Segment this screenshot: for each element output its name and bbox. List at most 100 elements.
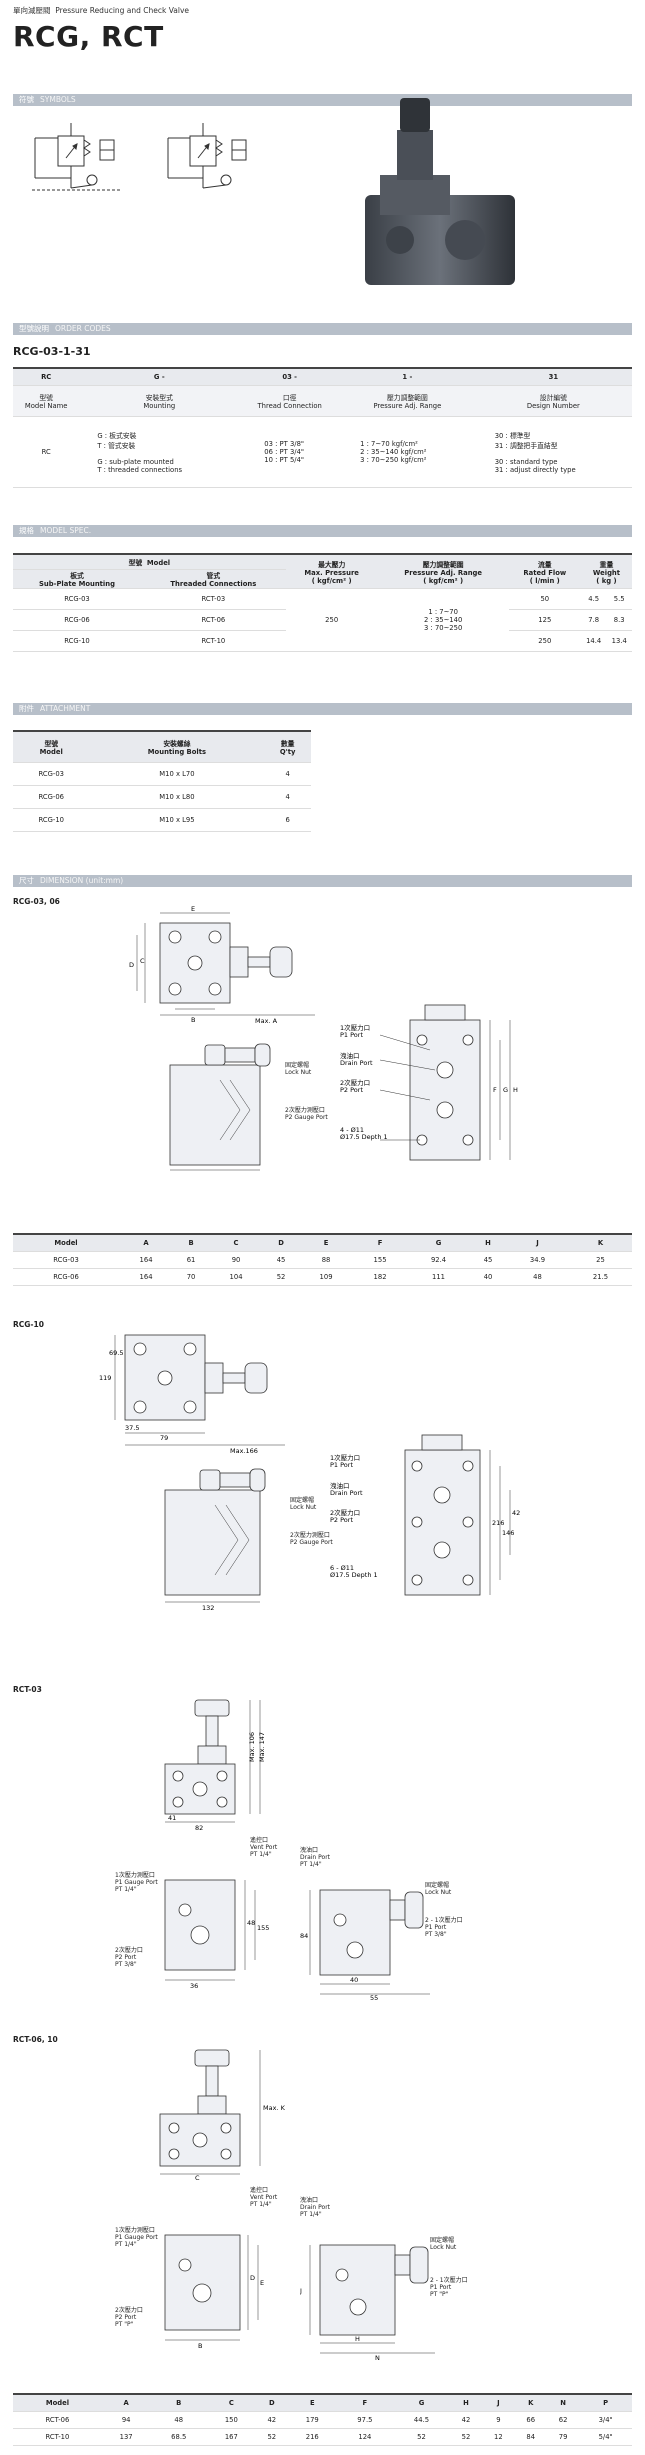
dim-b: B: [191, 1016, 195, 1024]
drawing-rct0610-top: Max. K C: [159, 2049, 286, 2180]
svg-text:N: N: [375, 2354, 380, 2360]
drawing-rct0610-left: D E B: [164, 2234, 264, 2350]
dim-max-a: Max. A: [255, 1017, 278, 1025]
dim-e: E: [191, 905, 195, 913]
svg-text:H: H: [355, 2335, 360, 2343]
svg-text:2次壓力口: 2次壓力口: [330, 1508, 360, 1517]
svg-text:H: H: [513, 1086, 518, 1094]
svg-text:P1 Port: P1 Port: [330, 1461, 353, 1469]
svg-text:洩油口: 洩油口: [340, 1051, 360, 1060]
svg-text:P2 Port: P2 Port: [340, 1086, 363, 1094]
svg-text:F: F: [493, 1086, 497, 1094]
svg-text:146: 146: [502, 1529, 514, 1537]
drawing-rct03-right: 84 40 55: [300, 1889, 430, 2000]
svg-text:36: 36: [190, 1982, 198, 1990]
svg-text:Max.166: Max.166: [230, 1447, 258, 1455]
svg-text:132: 132: [202, 1604, 214, 1610]
svg-text:55: 55: [370, 1994, 378, 2000]
table-row: RC G - 03 - 1 - 31: [13, 367, 632, 386]
svg-text:2次壓力口: 2次壓力口: [340, 1078, 370, 1087]
svg-text:C: C: [195, 2174, 200, 2180]
svg-text:Drain Port: Drain Port: [330, 1489, 363, 1497]
svg-text:82: 82: [195, 1824, 203, 1830]
svg-text:48: 48: [247, 1919, 255, 1927]
svg-text:Max. 106: Max. 106: [248, 1732, 256, 1762]
dim-label-rcg0306: RCG-03, 06: [13, 897, 60, 906]
svg-text:E: E: [260, 2279, 264, 2287]
page-subtitle: 單向減壓閥 Pressure Reducing and Check Valve: [13, 6, 190, 15]
page-header: 單向減壓閥 Pressure Reducing and Check Valve …: [13, 5, 189, 53]
svg-text:Ø17.5 Depth 1: Ø17.5 Depth 1: [340, 1133, 388, 1141]
dim-label-rct0610: RCT-06, 10: [13, 2035, 58, 2044]
svg-text:155: 155: [257, 1924, 269, 1932]
svg-text:Max. 147: Max. 147: [258, 1732, 266, 1762]
drawing-rcg0306-side: [169, 1043, 271, 1171]
symbol-diagram-rcg: [32, 123, 120, 191]
svg-text:40: 40: [350, 1976, 358, 1984]
svg-text:D: D: [250, 2274, 255, 2282]
svg-text:84: 84: [300, 1932, 308, 1940]
svg-text:69.5: 69.5: [109, 1349, 123, 1357]
svg-text:6 - Ø11: 6 - Ø11: [330, 1564, 354, 1572]
svg-text:1次壓力口: 1次壓力口: [330, 1453, 360, 1462]
svg-text:1次壓力口: 1次壓力口: [340, 1023, 370, 1032]
svg-text:G: G: [503, 1086, 508, 1094]
order-code-example: RCG-03-1-31: [13, 345, 91, 358]
symbol-diagram-rct: [167, 123, 247, 189]
svg-text:B: B: [198, 2342, 202, 2350]
table-row: RCG-06 RCT-06 125 7.8 8.3: [13, 609, 632, 631]
dim-label-rcg10: RCG-10: [13, 1320, 44, 1329]
page-title: RCG, RCT: [13, 20, 164, 53]
drawing-rcg0306-top: E D C B Max. A: [129, 905, 315, 1025]
drawing-rct03-left: 48 155 36: [164, 1879, 269, 1990]
svg-text:Drain Port: Drain Port: [340, 1059, 373, 1067]
drawing-rct0610-right: J H N: [300, 2244, 435, 2360]
valve-product-image: [365, 98, 515, 285]
svg-text:Ø17.5 Depth 1: Ø17.5 Depth 1: [330, 1571, 378, 1579]
svg-text:37.5: 37.5: [125, 1424, 139, 1432]
svg-text:119: 119: [99, 1374, 111, 1382]
dim-c: C: [140, 957, 145, 965]
drawing-rct03-top: Max. 106 Max. 147 82 41: [164, 1699, 266, 1830]
table-row: RCG-10 RCT-10 250 14.4 13.4: [13, 630, 632, 652]
drawing-rcg10-side: 132: [164, 1468, 266, 1610]
dim-d: D: [129, 961, 134, 969]
svg-text:41: 41: [168, 1814, 176, 1822]
